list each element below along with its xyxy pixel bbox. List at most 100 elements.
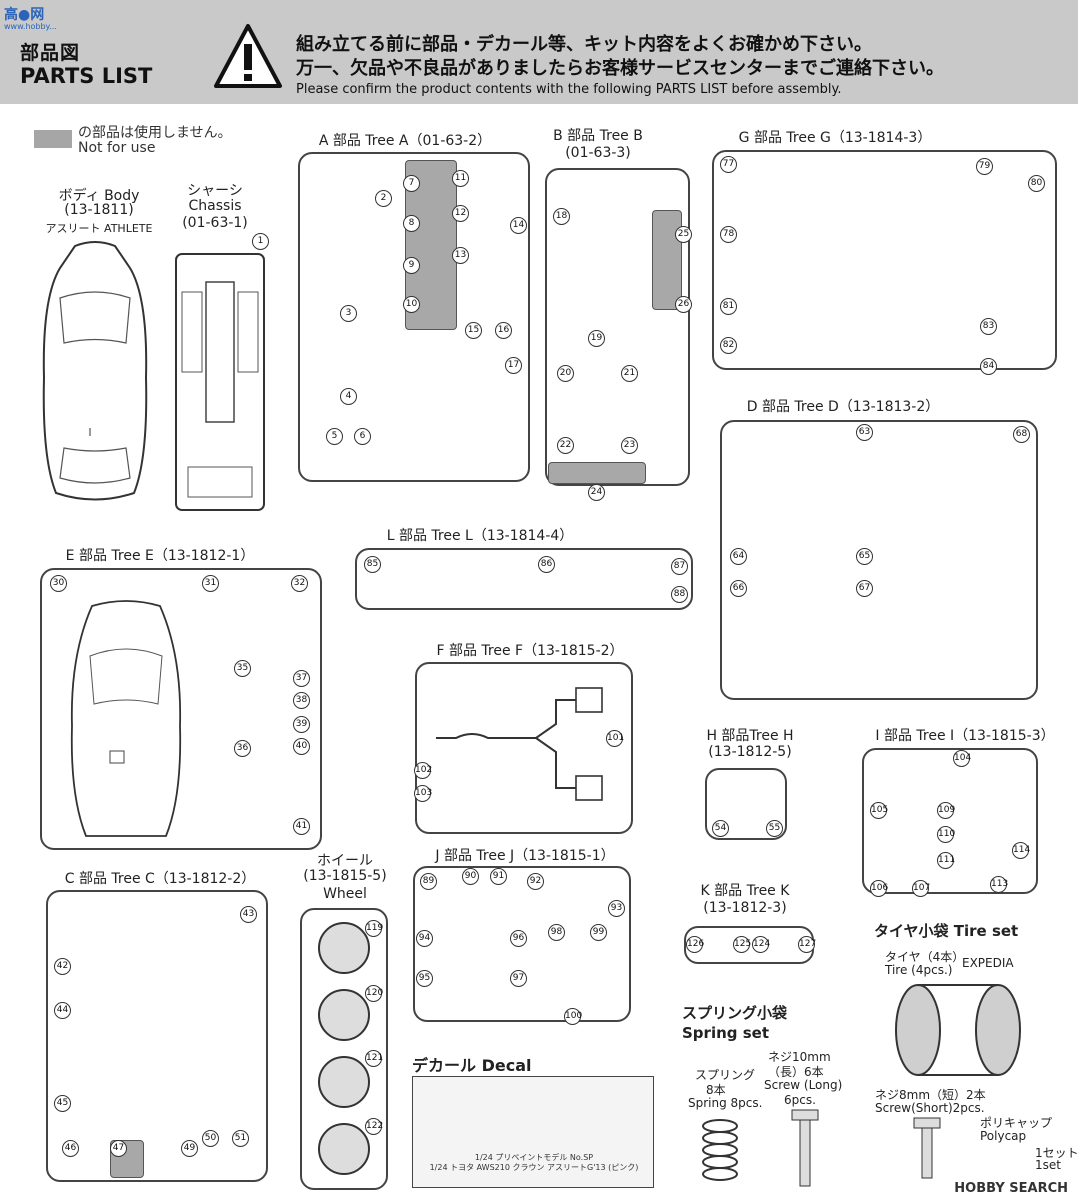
tire-screw-en: Screw(Short)2pcs. <box>875 1101 985 1115</box>
tree-a-title: A 部品 Tree A（01-63-2） <box>318 133 492 149</box>
tree-e-title: E 部品 Tree E（13-1812-1） <box>65 548 255 564</box>
part-number: 10 <box>403 296 420 313</box>
part-number: 22 <box>557 437 574 454</box>
part-number: 20 <box>557 365 574 382</box>
polycap-jp: ポリキャップ <box>980 1116 1053 1130</box>
part-number: 82 <box>720 337 737 354</box>
brand-url: www.hobby... <box>4 22 57 31</box>
part-number: 18 <box>553 208 570 225</box>
tire-set-title: タイヤ小袋 Tire set <box>874 922 1019 940</box>
part-number: 47 <box>110 1140 127 1157</box>
polycap-set-en: 1set <box>1035 1158 1061 1172</box>
part-number: 21 <box>621 365 638 382</box>
spring-icon <box>702 1119 738 1181</box>
part-number: 6 <box>354 428 371 445</box>
page-title-jp: 部品図 <box>20 42 81 64</box>
part-number: 79 <box>976 158 993 175</box>
part-number: 39 <box>293 716 310 733</box>
part-number: 23 <box>621 437 638 454</box>
tire-count-en: Tire (4pcs.) <box>885 963 953 977</box>
part-number: 40 <box>293 738 310 755</box>
tree-e-body-shell <box>70 600 182 837</box>
tree-h-code: (13-1812-5) <box>708 744 792 760</box>
chassis-title-jp: シャーシ <box>187 183 243 199</box>
part-number: 67 <box>856 580 873 597</box>
part-number: 113 <box>990 876 1008 893</box>
part-number: 92 <box>527 873 544 890</box>
part-number: 86 <box>538 556 555 573</box>
part-number: 30 <box>50 575 67 592</box>
part-number: 24 <box>588 484 605 501</box>
spring-set-title-jp: スプリング小袋 <box>682 1004 788 1022</box>
part-number: 35 <box>234 660 251 677</box>
header-band <box>0 0 1078 104</box>
spring-set-title-en: Spring set <box>682 1024 769 1042</box>
tree-c-title: C 部品 Tree C（13-1812-2） <box>64 871 256 887</box>
spring-jp: スプリング <box>695 1068 756 1082</box>
part-number: 43 <box>240 906 257 923</box>
tree-b-code: (01-63-3) <box>565 145 631 161</box>
part-number: 14 <box>510 217 527 234</box>
part-number: 31 <box>202 575 219 592</box>
part-number: 13 <box>452 247 469 264</box>
part-number: 126 <box>686 936 704 953</box>
part-number: 65 <box>856 548 873 565</box>
part-number: 25 <box>675 226 692 243</box>
part-number: 41 <box>293 818 310 835</box>
part-number: 54 <box>712 820 729 837</box>
tree-g-title: G 部品 Tree G（13-1814-3） <box>738 130 932 146</box>
part-number: 17 <box>505 357 522 374</box>
screw-long-icon <box>791 1109 819 1187</box>
part-number: 98 <box>548 924 565 941</box>
tree-b-not-used-block <box>548 462 646 484</box>
part-number: 104 <box>953 750 971 767</box>
decal-caption-2: 1/24 トヨタ AWS210 クラウン アスリートG'13 (ピンク) <box>429 1163 639 1172</box>
part-number: 15 <box>465 322 482 339</box>
tire-screw-jp: ネジ8mm（短）2本 <box>875 1088 986 1102</box>
legend-jp: の部品は使用しません。 <box>78 125 232 141</box>
header-notice-english: Please confirm the product contents with… <box>296 82 842 97</box>
part-number: 95 <box>416 970 433 987</box>
part-number: 101 <box>606 730 624 747</box>
wheel-title-en: Wheel <box>323 886 367 902</box>
not-used-swatch <box>34 130 72 148</box>
part-number: 106 <box>870 880 888 897</box>
part-number: 37 <box>293 670 310 687</box>
tree-c-runner <box>46 890 268 1182</box>
brand-logo: 高●网 <box>4 7 45 23</box>
part-number: 49 <box>181 1140 198 1157</box>
tree-g-runner <box>712 150 1057 370</box>
tree-d-title: D 部品 Tree D（13-1813-2） <box>746 399 940 415</box>
part-number: 96 <box>510 930 527 947</box>
part-number: 9 <box>403 257 420 274</box>
polycap-set-jp: 1セット <box>1035 1146 1078 1160</box>
tree-l-title: L 部品 Tree L（13-1814-4） <box>386 528 574 544</box>
part-number: 88 <box>671 586 688 603</box>
part-number: 4 <box>340 388 357 405</box>
part-number: 77 <box>720 156 737 173</box>
tree-i-runner <box>862 748 1038 894</box>
part-number: 125 <box>733 936 751 953</box>
decal-sheet <box>412 1076 654 1188</box>
tire-drawing <box>895 984 1021 1076</box>
part-number: 119 <box>365 920 383 937</box>
body-drawing <box>42 241 148 501</box>
part-number: 51 <box>232 1130 249 1147</box>
part-number: 42 <box>54 958 71 975</box>
part-number: 93 <box>608 900 625 917</box>
part-number: 100 <box>564 1008 582 1025</box>
part-number: 38 <box>293 692 310 709</box>
tree-d-runner <box>720 420 1038 700</box>
header-notice-line-2: 万一、欠品や不良品がありましたらお客様サービスセンターまでご連絡下さい。 <box>296 58 944 79</box>
part-number: 121 <box>365 1050 383 1067</box>
part-number: 55 <box>766 820 783 837</box>
part-number: 103 <box>414 785 432 802</box>
tire-count-jp: タイヤ（4本） <box>885 950 965 964</box>
tree-f-runner <box>415 662 633 834</box>
wheel-code: (13-1815-5) <box>303 868 387 884</box>
chassis-drawing <box>175 253 265 511</box>
part-number: 45 <box>54 1095 71 1112</box>
part-number: 26 <box>675 296 692 313</box>
polycap-en: Polycap <box>980 1129 1027 1143</box>
part-number: 122 <box>365 1118 383 1135</box>
